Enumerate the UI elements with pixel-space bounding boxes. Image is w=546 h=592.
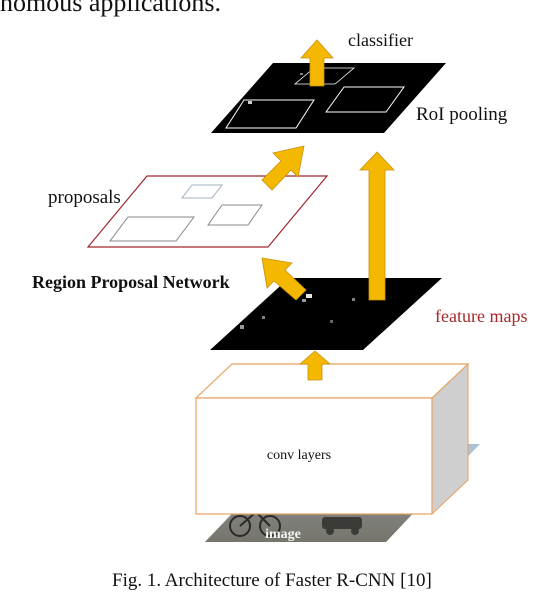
arrow-features-to-rpn	[261, 257, 307, 301]
proposals-label: proposals	[48, 187, 121, 208]
roi-pooling-plane	[211, 63, 446, 133]
region-proposal-network-label: Region Proposal Network	[32, 272, 230, 292]
feature-maps-plane	[210, 278, 442, 350]
arrow-features-to-roi	[359, 151, 395, 301]
conv-layers-label: conv layers	[267, 448, 331, 463]
body-text-fragment: nomous applications.	[0, 0, 221, 17]
image-label: image	[265, 527, 301, 542]
feature-maps-label: feature maps	[435, 306, 528, 326]
figure-caption: Fig. 1. Architecture of Faster R-CNN [10…	[112, 570, 432, 591]
car-silhouette	[322, 517, 362, 535]
proposals-plane	[86, 175, 329, 248]
roi-pooling-label: RoI pooling	[416, 104, 508, 125]
conv-layers-box	[194, 362, 470, 516]
arrow-roi-to-classifier	[300, 39, 334, 87]
classifier-label: classifier	[348, 30, 413, 50]
arrow-conv-to-features	[298, 350, 332, 381]
arrow-proposals-to-roi	[261, 145, 305, 191]
